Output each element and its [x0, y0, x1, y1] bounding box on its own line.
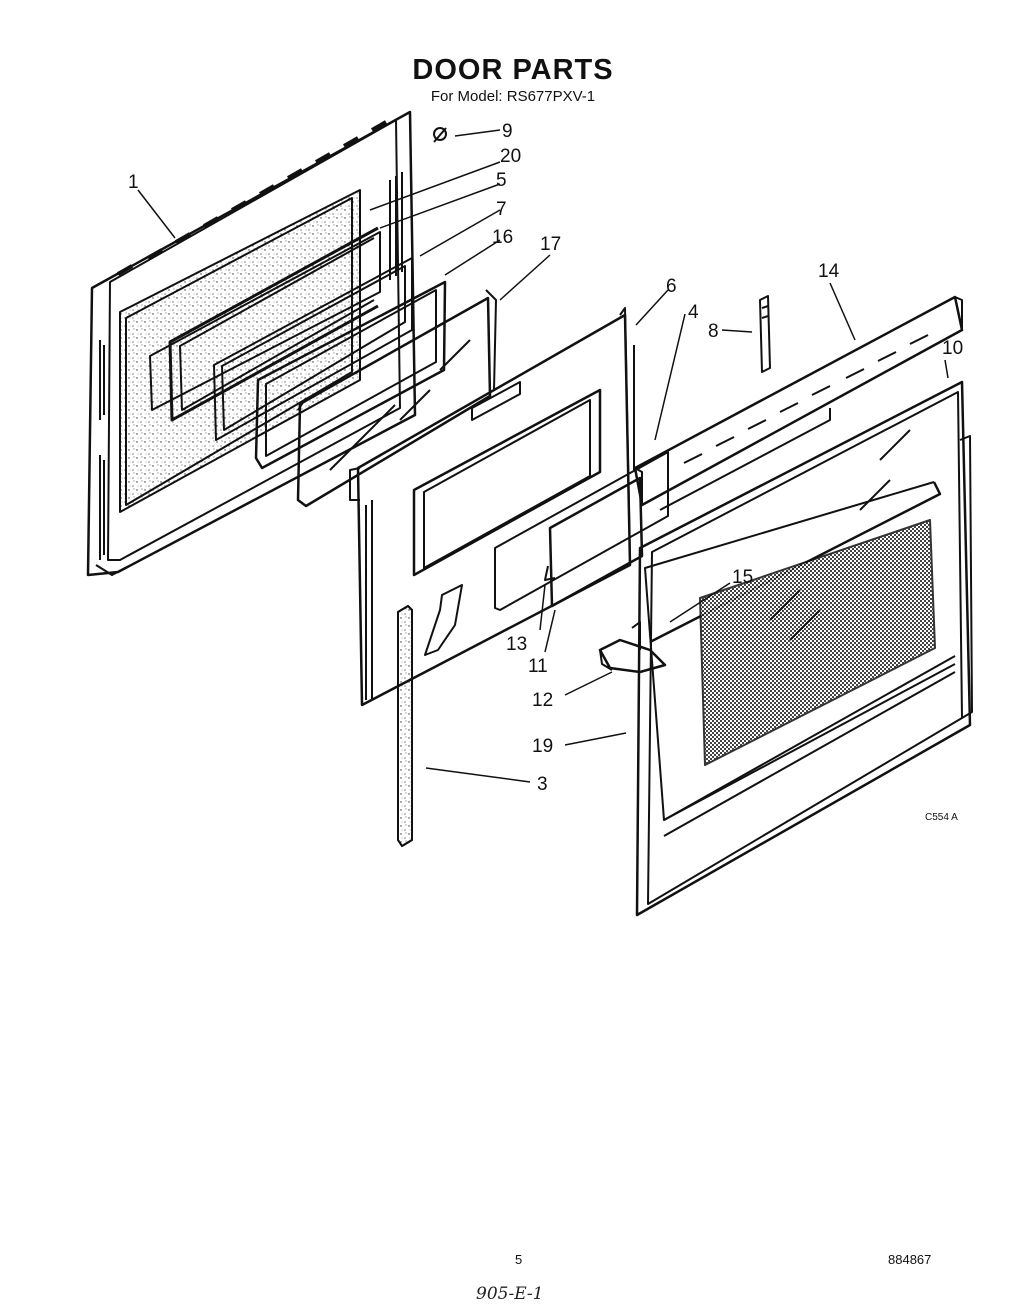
callout-8: 8 [708, 321, 719, 342]
callout-7: 7 [496, 199, 507, 220]
figure-code: C554 A [925, 812, 958, 823]
callout-labels: 1 9 20 5 7 16 17 6 4 8 14 10 15 13 11 12… [128, 121, 963, 823]
hinge [598, 621, 667, 674]
callout-19: 19 [532, 736, 553, 757]
window-pack-frames [149, 226, 447, 470]
callout-4: 4 [688, 302, 699, 323]
callout-3: 3 [537, 774, 548, 795]
callout-9: 9 [502, 121, 513, 142]
callout-16: 16 [492, 227, 513, 248]
inner-panel [349, 307, 635, 707]
page-title: DOOR PARTS [412, 54, 614, 86]
outer-door-panel [635, 380, 973, 917]
callout-17: 17 [540, 234, 561, 255]
callout-14: 14 [818, 261, 840, 282]
document-number: 884867 [888, 1252, 932, 1267]
bracket [759, 295, 771, 373]
callout-6: 6 [666, 276, 677, 297]
top-vent-trim [633, 295, 964, 511]
callout-13: 13 [506, 634, 527, 655]
handwritten-note: 905-E-1 [476, 1284, 544, 1304]
glass-panel [296, 289, 497, 508]
leader-lines [137, 129, 949, 783]
side-trim [397, 605, 413, 847]
model-subtitle: For Model: RS677PXV-1 [430, 88, 596, 105]
page-number: 5 [515, 1252, 523, 1267]
callout-12: 12 [532, 690, 553, 711]
title-block: DOOR PARTS For Model: RS677PXV-1 [0, 54, 1036, 105]
callout-5: 5 [496, 170, 507, 191]
screw [433, 127, 447, 143]
callout-1: 1 [128, 172, 139, 193]
callout-20: 20 [500, 146, 521, 167]
callout-15: 15 [732, 567, 753, 588]
callout-11: 11 [528, 656, 548, 677]
callout-10: 10 [942, 338, 963, 359]
